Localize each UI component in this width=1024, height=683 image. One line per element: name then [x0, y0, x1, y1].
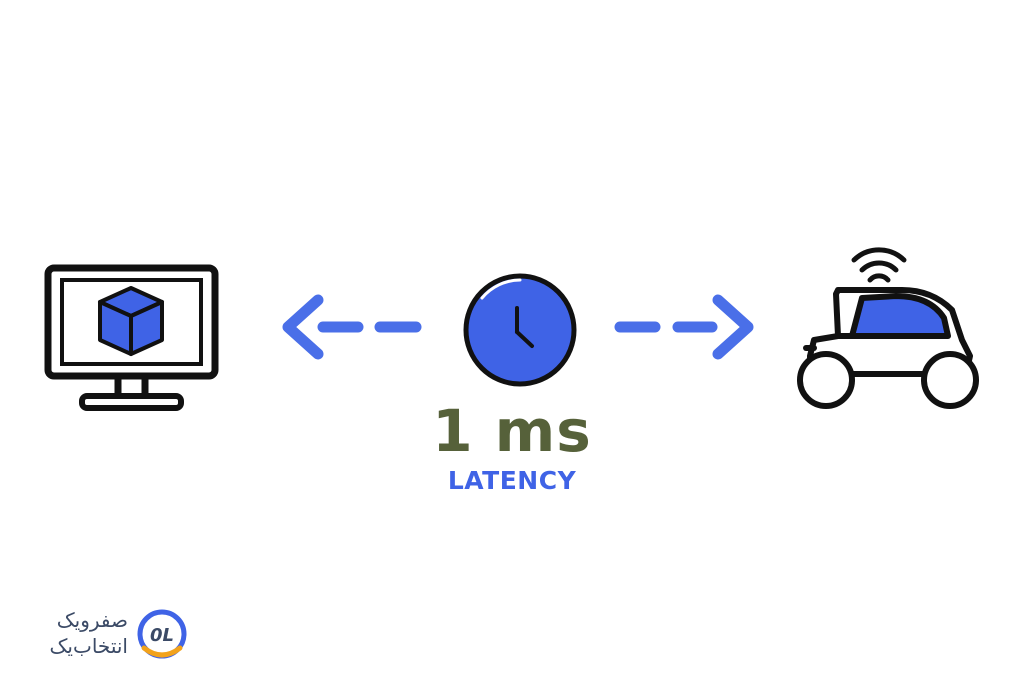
- clock-icon: [463, 273, 577, 387]
- cube-icon: [98, 286, 164, 356]
- logo-line-1: صفرویک: [56, 608, 128, 632]
- arrow-left-icon: [282, 294, 422, 360]
- logo-line-2: انتخاب‌یک: [49, 634, 128, 658]
- connected-car-icon: [797, 247, 979, 409]
- latency-value: 1 ms: [432, 397, 592, 465]
- monitor-icon: [44, 264, 219, 411]
- svg-text:0L: 0L: [150, 625, 174, 646]
- logo-mark-icon: 0L: [137, 609, 187, 659]
- latency-label: LATENCY: [447, 466, 577, 495]
- brand-logo: صفرویک انتخاب‌یک 0L: [22, 604, 192, 666]
- arrow-right-icon: [614, 294, 754, 360]
- wifi-icon: [851, 247, 907, 283]
